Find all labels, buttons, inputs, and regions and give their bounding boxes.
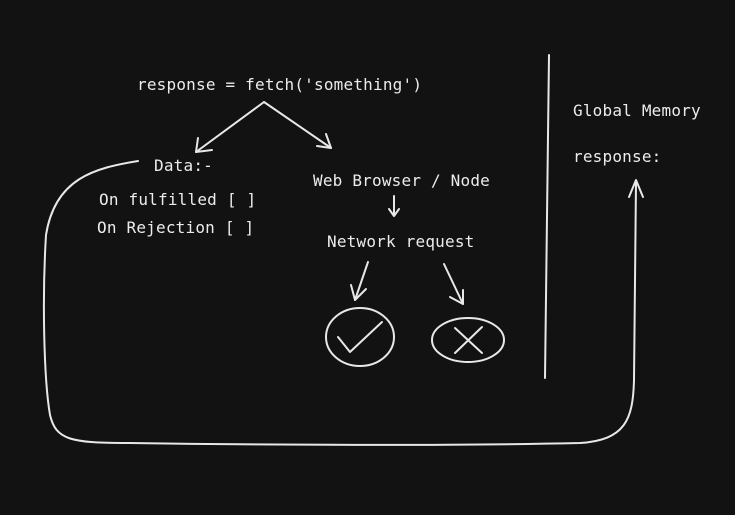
global-memory-title: Global Memory [573, 101, 701, 120]
memory-separator [544, 54, 550, 379]
environment-label: Web Browser / Node [313, 171, 490, 190]
network-request-label: Network request [327, 232, 475, 251]
data-title: Data:- [154, 156, 213, 175]
failure-arrow [443, 263, 464, 305]
code-line: response = fetch('something') [137, 75, 423, 94]
on-fulfilled-label: On fulfilled [ ] [99, 190, 257, 209]
return-loop-arrow [42, 160, 637, 446]
success-arrow [350, 261, 369, 301]
split-arrow [195, 101, 332, 153]
check-icon [325, 307, 395, 367]
memory-variable: response: [573, 147, 662, 166]
close-icon [431, 317, 505, 363]
env-to-request-arrow [388, 195, 400, 217]
on-rejection-label: On Rejection [ ] [97, 218, 255, 237]
return-loop-arrowhead [628, 179, 644, 198]
